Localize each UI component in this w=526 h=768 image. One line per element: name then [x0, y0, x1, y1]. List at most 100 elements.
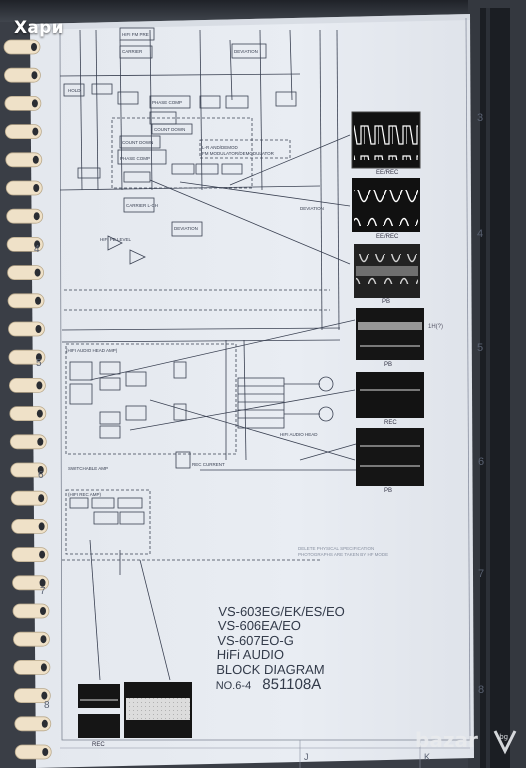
binding-ring — [12, 575, 49, 591]
binding-hole — [31, 99, 38, 108]
binding-hole — [40, 635, 47, 644]
binding-ring — [14, 716, 52, 732]
binding-hole — [39, 578, 46, 587]
binding-hole — [40, 663, 47, 672]
row-number: 5 — [477, 342, 484, 354]
binding-ring — [9, 434, 47, 450]
binding-hole — [32, 155, 39, 164]
model-line: VS-603EG/EK/ES/EO — [218, 604, 346, 619]
binding-hole — [35, 296, 42, 305]
svg-text:HOLD: HOLD — [68, 88, 81, 93]
row-number: 6 — [478, 456, 485, 468]
binding-ring — [4, 67, 41, 83]
svg-text:DELETE PHYSICAL SPECIFICATION: DELETE PHYSICAL SPECIFICATION — [298, 546, 374, 551]
doc-number-row: NO.6-4 851108A — [215, 676, 342, 694]
binding-hole — [31, 71, 38, 80]
svg-text:CARRIER: CARRIER — [122, 49, 143, 54]
binding-hole — [38, 494, 45, 503]
model-line: VS-607EO-G — [217, 632, 295, 648]
binding-hole — [37, 437, 44, 446]
binding-hole — [37, 466, 44, 474]
svg-text:HIFI FM PRE: HIFI FM PRE — [122, 32, 149, 37]
left-row-number: 7 — [40, 586, 46, 597]
svg-text:.bg: .bg — [497, 733, 508, 741]
binding-ring — [14, 744, 52, 760]
binding-hole — [40, 607, 46, 615]
scope-label: EE/REC — [376, 234, 399, 240]
svg-text:bazar: bazar — [415, 728, 478, 752]
binding-ring — [12, 603, 50, 619]
model-line: VS-606EA/EO — [217, 618, 302, 634]
svg-text:PHASE COMP: PHASE COMP — [120, 156, 150, 161]
binding-ring — [8, 321, 45, 337]
binding-ring — [5, 180, 43, 196]
svg-text:COUNT DOWN: COUNT DOWN — [122, 140, 153, 145]
binding-ring — [8, 349, 46, 365]
binding-ring — [11, 547, 49, 562]
svg-text:DEVIATION: DEVIATION — [174, 226, 198, 231]
left-row-number: 5 — [36, 358, 42, 369]
svg-text:L-R AND/DEMOD: L-R AND/DEMOD — [202, 145, 239, 150]
title-line: HiFi AUDIO — [216, 647, 285, 663]
binding-ring — [10, 462, 48, 478]
svg-text:COUNT DOWN: COUNT DOWN — [154, 127, 185, 132]
binding-hole — [35, 353, 42, 362]
column-letter: J — [304, 752, 309, 762]
svg-text:(HIFI REC AMP): (HIFI REC AMP) — [68, 492, 102, 497]
left-row-number: 6 — [38, 470, 44, 481]
svg-text:HIFI PB LEVEL: HIFI PB LEVEL — [100, 237, 132, 242]
svg-text:DEVIATION: DEVIATION — [234, 49, 258, 54]
doc-number: NO.6-4 — [215, 680, 252, 693]
svg-text:DEVIATION: DEVIATION — [300, 206, 324, 211]
binding-hole — [41, 691, 48, 700]
binding-hole — [33, 212, 40, 221]
svg-text:PHASE COMP: PHASE COMP — [152, 100, 182, 105]
title-line: BLOCK DIAGRAM — [216, 661, 325, 677]
overlay-username: Хари — [14, 18, 64, 38]
binding-ring — [9, 406, 47, 422]
left-row-number: 4 — [34, 244, 40, 255]
binding-ring — [7, 293, 45, 309]
binding-ring — [6, 208, 44, 224]
binding-hole — [41, 719, 48, 728]
binding-hole — [34, 268, 41, 277]
binding-ring — [7, 265, 44, 281]
left-row-number: 8 — [44, 700, 50, 711]
title-block: VS-603EG/EK/ES/EO VS-606EA/EO VS-607EO-G… — [215, 604, 346, 694]
binding-hole — [31, 43, 37, 51]
binding-hole — [36, 409, 43, 418]
scope-label: PB — [384, 362, 393, 368]
binding-hole — [32, 127, 39, 136]
scope-label: REC — [92, 742, 105, 748]
binding-hole — [38, 522, 45, 531]
svg-text:FM MODULATOR/DEMODULATOR: FM MODULATOR/DEMODULATOR — [202, 151, 275, 156]
binding-hole — [42, 748, 49, 756]
svg-text:(HIFI AUDIO HEAD AMP): (HIFI AUDIO HEAD AMP) — [66, 348, 118, 353]
scope-label: REC — [384, 420, 397, 426]
binding-ring — [10, 490, 48, 506]
svg-text:HIFI AUDIO HEAD: HIFI AUDIO HEAD — [280, 432, 318, 437]
binding-ring — [8, 377, 46, 393]
binding-ring — [11, 519, 49, 534]
binding-hole — [33, 184, 40, 192]
column-letter: K — [424, 752, 431, 762]
row-number: 7 — [478, 568, 485, 580]
binding-ring — [13, 660, 51, 675]
binding-hole — [35, 325, 42, 333]
svg-text:PHOTOGRAPHS ARE TAKEN BY HF MO: PHOTOGRAPHS ARE TAKEN BY HF MODE — [298, 552, 388, 557]
binding-ring — [3, 39, 41, 55]
binding-ring — [5, 152, 43, 168]
scope-label: PB — [384, 488, 393, 494]
svg-text:SWITCHABLE AMP: SWITCHABLE AMP — [68, 466, 108, 471]
row-number: 8 — [478, 684, 485, 696]
binding-ring — [13, 688, 51, 703]
scope-label: PB — [382, 299, 391, 305]
binding-ring — [13, 631, 50, 647]
binding-hole — [34, 240, 41, 249]
binding-ring — [6, 236, 44, 252]
doc-code: 851108A — [262, 676, 322, 694]
binding-ring — [4, 124, 42, 139]
svg-text:REC CURRENT: REC CURRENT — [192, 462, 225, 467]
svg-text:CARRIER L-CH: CARRIER L-CH — [126, 203, 158, 208]
